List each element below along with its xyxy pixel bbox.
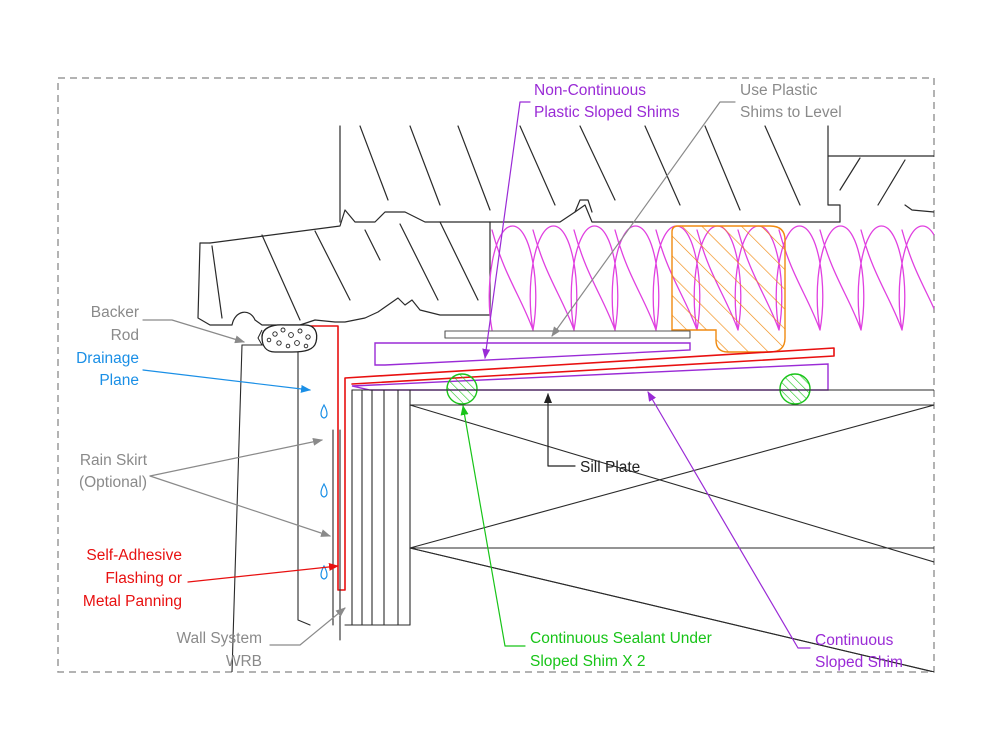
label-rain-skirt-1: Rain Skirt [80,452,148,469]
label-self-adhesive-3: Metal Panning [83,593,182,610]
non-continuous-sloped-shim [374,342,691,366]
label-non-continuous-1: Non-Continuous [534,82,646,99]
sealant-bead-left [446,373,478,405]
sealant-bead-right [779,373,811,405]
sill-plate-framing [344,389,934,672]
label-drainage-2: Plane [99,372,139,389]
wood-blocking [671,225,786,353]
label-sealant-2: Sloped Shim X 2 [530,653,645,670]
water-drop-icon [320,403,328,580]
drawing-frame [57,77,935,673]
label-rain-skirt-2: (Optional) [79,474,147,491]
level-shim [444,330,691,339]
label-wall-system-2: WRB [226,653,262,670]
label-sill-plate: Sill Plate [580,459,640,476]
self-adhesive-flashing [299,325,835,591]
label-drainage-1: Drainage [76,350,139,367]
label-self-adhesive-2: Flashing or [105,570,182,587]
label-self-adhesive-1: Self-Adhesive [86,547,182,564]
label-backer-rod-2: Rod [111,327,139,344]
continuous-sloped-shim [351,363,829,391]
wall-system [231,344,341,672]
label-use-plastic-2: Shims to Level [740,104,842,121]
label-use-plastic-1: Use Plastic [740,82,818,99]
label-cont-shim-2: Sloped Shim [815,654,903,671]
label-non-continuous-2: Plastic Sloped Shims [534,104,680,121]
label-sealant-1: Continuous Sealant Under [530,630,712,647]
leader-lines [142,101,811,649]
window-frame-profile [197,125,934,326]
backer-rod [257,324,318,353]
label-cont-shim-1: Continuous [815,632,894,649]
callout-labels: Non-Continuous Plastic Sloped Shims Use … [76,82,903,671]
label-wall-system-1: Wall System [176,630,262,647]
label-backer-rod-1: Backer [91,304,139,321]
